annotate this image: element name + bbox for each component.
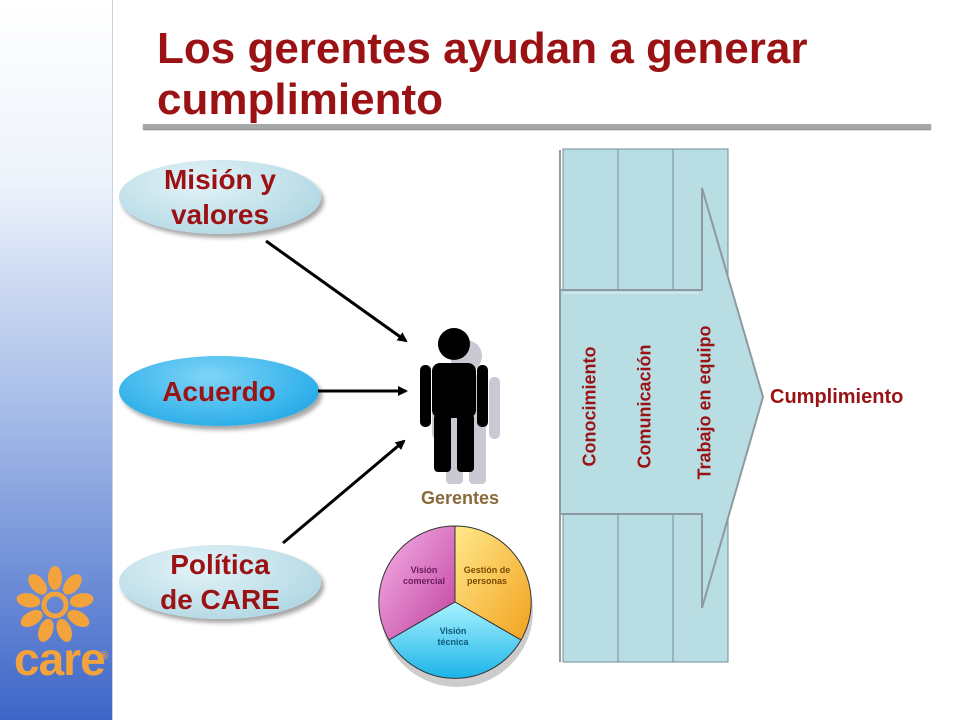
pie-segment-gestion-personas	[454, 525, 532, 641]
care-logo-text: care	[14, 633, 106, 685]
pie-label-comercial-2: comercial	[403, 576, 445, 586]
care-logo-icon	[16, 566, 94, 642]
column-label-comunicacion: Comunicación	[634, 344, 655, 469]
column-label-trabajo-equipo: Trabajo en equipo	[694, 325, 715, 480]
pie-label-personas-1: Gestión de	[464, 565, 511, 575]
politica-line1: Política	[170, 549, 270, 580]
acuerdo-oval: Acuerdo	[119, 356, 319, 426]
acuerdo-label: Acuerdo	[162, 375, 276, 407]
title-underline	[143, 124, 931, 129]
politica-care-oval: Política de CARE	[119, 545, 321, 619]
pie-label-comercial-1: Visión	[411, 565, 438, 575]
manager-person-icon	[420, 328, 500, 484]
mision-valores-oval: Misión y valores	[119, 160, 321, 234]
mision-line1: Misión y	[163, 164, 276, 195]
mision-line2: valores	[170, 199, 270, 230]
page-title: Los gerentes ayudan a generar cumplimien…	[157, 24, 808, 124]
column-label-conocimiento: Conocimiento	[579, 346, 600, 467]
manager-roles-pie: Visión comercial Gestión de personas Vis…	[378, 525, 533, 687]
politica-line2: de CARE	[160, 584, 280, 615]
arrow-politica	[282, 439, 406, 545]
arrow-mision	[265, 239, 408, 343]
gerentes-label: Gerentes	[420, 488, 500, 508]
sidebar-divider	[112, 0, 113, 720]
pie-segment-vision-tecnica	[388, 601, 522, 679]
pie-segment-vision-comercial	[378, 525, 456, 641]
care-logo-registered: ®	[100, 650, 109, 662]
pie-label-tecnica-2: técnica	[437, 637, 469, 647]
cumplimiento-label: Cumplimiento	[770, 386, 904, 408]
pie-label-personas-2: personas	[467, 576, 507, 586]
pie-label-tecnica-1: Visión	[440, 626, 467, 636]
